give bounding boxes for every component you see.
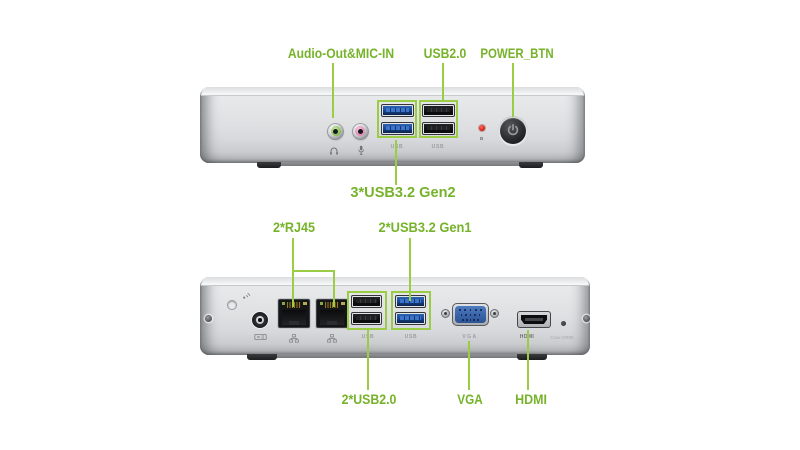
usb3-port — [381, 104, 414, 117]
callout-rj45-line — [292, 270, 335, 272]
usb3-port-tongue — [386, 125, 409, 130]
rubber-foot — [517, 354, 547, 360]
usb2-port-tongue — [427, 125, 450, 130]
chassis-base — [257, 162, 543, 166]
usb3-chassis-label: USB — [390, 144, 404, 150]
rj45-cavity — [282, 310, 306, 325]
rj45-led — [319, 302, 323, 305]
callout-usb32gen1-label: 2*USB3.2 Gen1 — [378, 218, 472, 235]
usb2-chassis-label: USB — [431, 144, 445, 150]
dc-jack-pin — [258, 318, 262, 322]
usb2-port-tongue — [356, 315, 377, 320]
rj45-port-2 — [316, 299, 348, 328]
dc-power-jack — [252, 312, 268, 328]
usb2-highlight-box — [419, 100, 458, 138]
callout-rj45-line — [333, 270, 335, 307]
vga-screw-dot — [493, 312, 496, 315]
rj45-led — [341, 302, 345, 305]
reset-pinhole — [561, 321, 566, 326]
vga-screw-post — [441, 309, 450, 318]
wifi-antenna-icon — [243, 292, 251, 299]
callout-usb32gen1-line — [409, 238, 411, 301]
rubber-foot — [519, 162, 543, 168]
rear-panel-device: USB USB VGA HDMI Cxxx-CR05 — [200, 277, 590, 360]
ethernet-icon — [289, 334, 299, 343]
ethernet-icon — [327, 334, 337, 343]
rj45-led — [281, 302, 285, 305]
chassis-base — [247, 354, 547, 358]
dc-in-icon — [254, 333, 267, 340]
chassis-top-edge — [201, 87, 584, 96]
rubber-foot — [247, 354, 277, 360]
rj45-pins — [287, 302, 301, 308]
usb3-port — [381, 122, 414, 135]
usb3-chassis-label: USB — [404, 334, 418, 340]
power-button-bezel — [498, 115, 528, 146]
chassis-top-edge — [201, 277, 589, 286]
power-led — [479, 125, 485, 131]
usb3-port-tongue — [386, 107, 409, 112]
rubber-foot — [257, 162, 281, 168]
rj45-latch — [289, 321, 299, 325]
tiny-print-label: Cxxx-CR05 — [550, 335, 574, 340]
vga-screw-post — [490, 309, 499, 318]
antenna-hole — [227, 300, 237, 310]
rj45-latch — [327, 321, 337, 325]
vga-pin-row — [462, 319, 479, 321]
usb2-port-tongue — [427, 107, 450, 112]
hdmi-port-slit — [525, 318, 543, 321]
power-icon — [507, 123, 519, 135]
mic-in-jack — [352, 123, 368, 139]
hdmi-chassis-label: HDMI — [520, 334, 534, 340]
vga-screw-dot — [444, 312, 447, 315]
callout-power-label: POWER_BTN — [480, 44, 554, 61]
callout-hdmi-label: HDMI — [515, 390, 547, 407]
rj45-pins — [325, 302, 339, 308]
screw-hole — [583, 315, 590, 322]
usb2-port-tongue — [356, 298, 377, 303]
front-panel-device: USB USB — [200, 87, 585, 168]
callout-usb20-label: USB2.0 — [423, 44, 467, 61]
callout-rj45-line — [292, 238, 294, 307]
vga-chassis-label: VGA — [462, 334, 478, 340]
usb3-port-tongue — [400, 315, 421, 320]
audio-out-hole — [333, 128, 338, 134]
callout-usb20-rear-label: 2*USB2.0 — [341, 390, 397, 407]
screw-hole — [205, 315, 212, 322]
callout-usb20-rear-line — [367, 330, 369, 390]
usb2-highlight-box — [347, 291, 387, 330]
vga-pin-row — [460, 314, 481, 316]
audio-out-jack — [328, 123, 343, 139]
callout-usb32gen2-label: 3*USB3.2 Gen2 — [350, 183, 456, 201]
usb2-port — [351, 312, 382, 325]
microphone-icon — [358, 145, 364, 155]
callout-audio-label: Audio-Out&MIC-IN — [287, 44, 395, 61]
led-indicator-icon — [480, 137, 483, 140]
headphone-icon — [330, 147, 338, 155]
usb2-port — [422, 104, 455, 117]
usb3-highlight-box — [377, 100, 417, 138]
vga-pin-row — [459, 309, 482, 311]
mic-in-hole — [357, 128, 363, 134]
vga-port — [452, 303, 489, 326]
callout-power-line — [512, 63, 514, 117]
callout-rj45-label: 2*RJ45 — [272, 218, 316, 235]
callout-vga-line — [468, 341, 470, 390]
hdmi-port — [517, 311, 551, 328]
rj45-led — [303, 302, 307, 305]
callout-hdmi-line — [527, 330, 529, 390]
power-button — [500, 117, 526, 144]
usb2-port — [351, 295, 382, 308]
callout-usb20-line — [442, 63, 444, 100]
callout-usb32gen2-line — [395, 140, 397, 185]
callout-vga-label: VGA — [457, 390, 483, 407]
rj45-port-1 — [278, 299, 310, 328]
usb2-port — [422, 122, 455, 135]
rj45-cavity — [320, 310, 344, 325]
usb3-highlight-box — [391, 291, 431, 330]
callout-audio-line — [332, 63, 334, 118]
usb3-port — [395, 312, 426, 325]
